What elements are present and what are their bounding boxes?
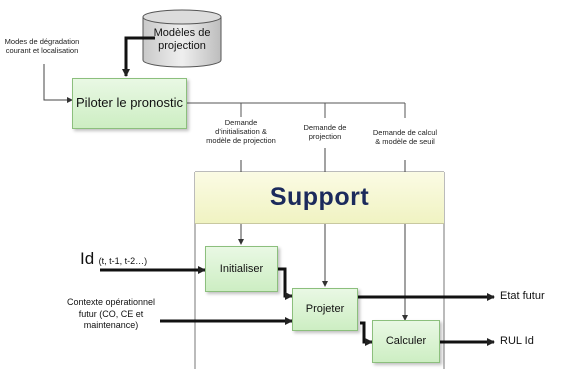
etat-futur-label: Etat futur (500, 290, 545, 302)
id-main-text: Id (80, 249, 95, 268)
arrow-projeter-to-calculer (360, 321, 373, 346)
initialiser-label: Initialiser (219, 262, 264, 275)
support-header: Support (195, 172, 444, 224)
support-title: Support (269, 183, 370, 211)
projeter-box: Projeter (292, 288, 358, 331)
contexte-input-label: Contexte opérationnel futur (CO, CE et m… (66, 297, 156, 331)
database-cylinder (142, 9, 222, 68)
rul-label: RUL Id (500, 335, 534, 347)
arrow-modes-to-piloter (43, 64, 73, 103)
calculer-box: Calculer (372, 320, 440, 363)
database-label: Modèles de projection (153, 27, 211, 53)
piloter-pronostic-label: Piloter le pronostic (76, 95, 183, 111)
request-lines (186, 102, 406, 118)
initialiser-box: Initialiser (205, 246, 278, 292)
request-projection-label: Demande de projection (303, 123, 347, 141)
id-input-label: Id (t, t-1, t-2…) (80, 249, 190, 269)
piloter-pronostic-box: Piloter le pronostic (72, 78, 187, 129)
arrow-database-to-piloter (122, 36, 155, 77)
request-init-label: Demande d’initialisation & modèle de pro… (206, 118, 276, 145)
arrow-initialiser-to-projeter (277, 267, 293, 300)
id-sub-text: (t, t-1, t-2…) (98, 256, 148, 266)
calculer-label: Calculer (385, 335, 427, 348)
projeter-label: Projeter (305, 303, 345, 316)
modes-degradation-label: Modes de dégradation courant et localisa… (4, 37, 80, 55)
request-calcul-label: Demande de calcul & modèle de seuil (372, 128, 438, 146)
